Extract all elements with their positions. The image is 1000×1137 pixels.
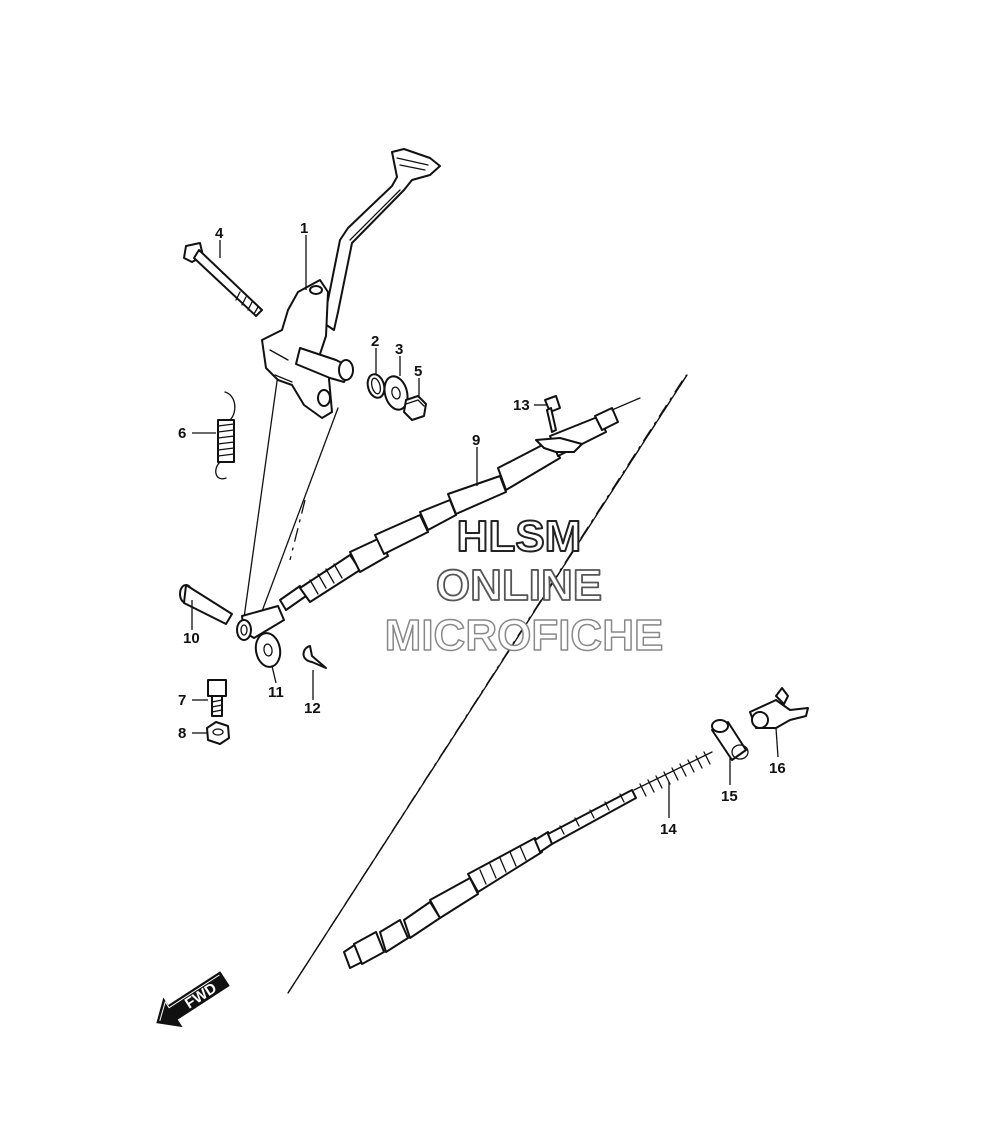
return-spring <box>215 391 236 480</box>
cable-bolt <box>544 395 561 433</box>
cable-collar <box>711 719 749 761</box>
callout-10: 10 <box>183 630 200 647</box>
callout-8: 8 <box>178 725 186 742</box>
brake-pedal <box>261 148 441 419</box>
callout-12: 12 <box>304 700 321 717</box>
brake-cable-lower <box>343 789 637 969</box>
callout-4: 4 <box>215 225 224 242</box>
watermark: HLSM ONLINE MICROFICHE <box>384 511 664 661</box>
callout-leaders <box>191 235 779 818</box>
callout-13: 13 <box>513 397 530 414</box>
callout-7: 7 <box>178 692 186 709</box>
watermark-line-1: HLSM <box>457 512 582 561</box>
assembly-guide-lines <box>287 374 688 994</box>
hex-nut <box>206 721 230 745</box>
pivot-bolt <box>183 242 263 317</box>
cable-pivot-pin <box>749 687 809 729</box>
o-ring <box>366 373 386 399</box>
callout-2: 2 <box>371 333 379 350</box>
compression-spring <box>633 751 713 797</box>
clevis-pin <box>179 584 233 625</box>
callout-14: 14 <box>660 821 677 838</box>
brake-cable-upper <box>279 397 641 611</box>
cable-clevis <box>236 605 285 641</box>
watermark-line-3: MICROFICHE <box>385 611 664 660</box>
hex-bolt <box>207 679 227 717</box>
nut <box>403 395 427 421</box>
cotter-pin <box>302 645 327 669</box>
pivot-guide-lines <box>242 366 339 626</box>
callout-labels: 1 2 3 4 5 6 7 8 9 10 11 12 13 14 15 16 <box>178 220 786 838</box>
watermark-line-2: ONLINE <box>436 561 602 610</box>
callout-9: 9 <box>472 432 480 449</box>
callout-5: 5 <box>414 363 422 380</box>
washer-small <box>254 632 282 668</box>
fwd-arrow: FWD <box>156 971 230 1028</box>
callout-3: 3 <box>395 341 403 358</box>
callout-11: 11 <box>268 684 284 701</box>
callout-6: 6 <box>178 425 186 442</box>
callout-16: 16 <box>769 760 786 777</box>
callout-15: 15 <box>721 788 738 805</box>
callout-1: 1 <box>300 220 308 237</box>
washer-large <box>383 375 409 411</box>
